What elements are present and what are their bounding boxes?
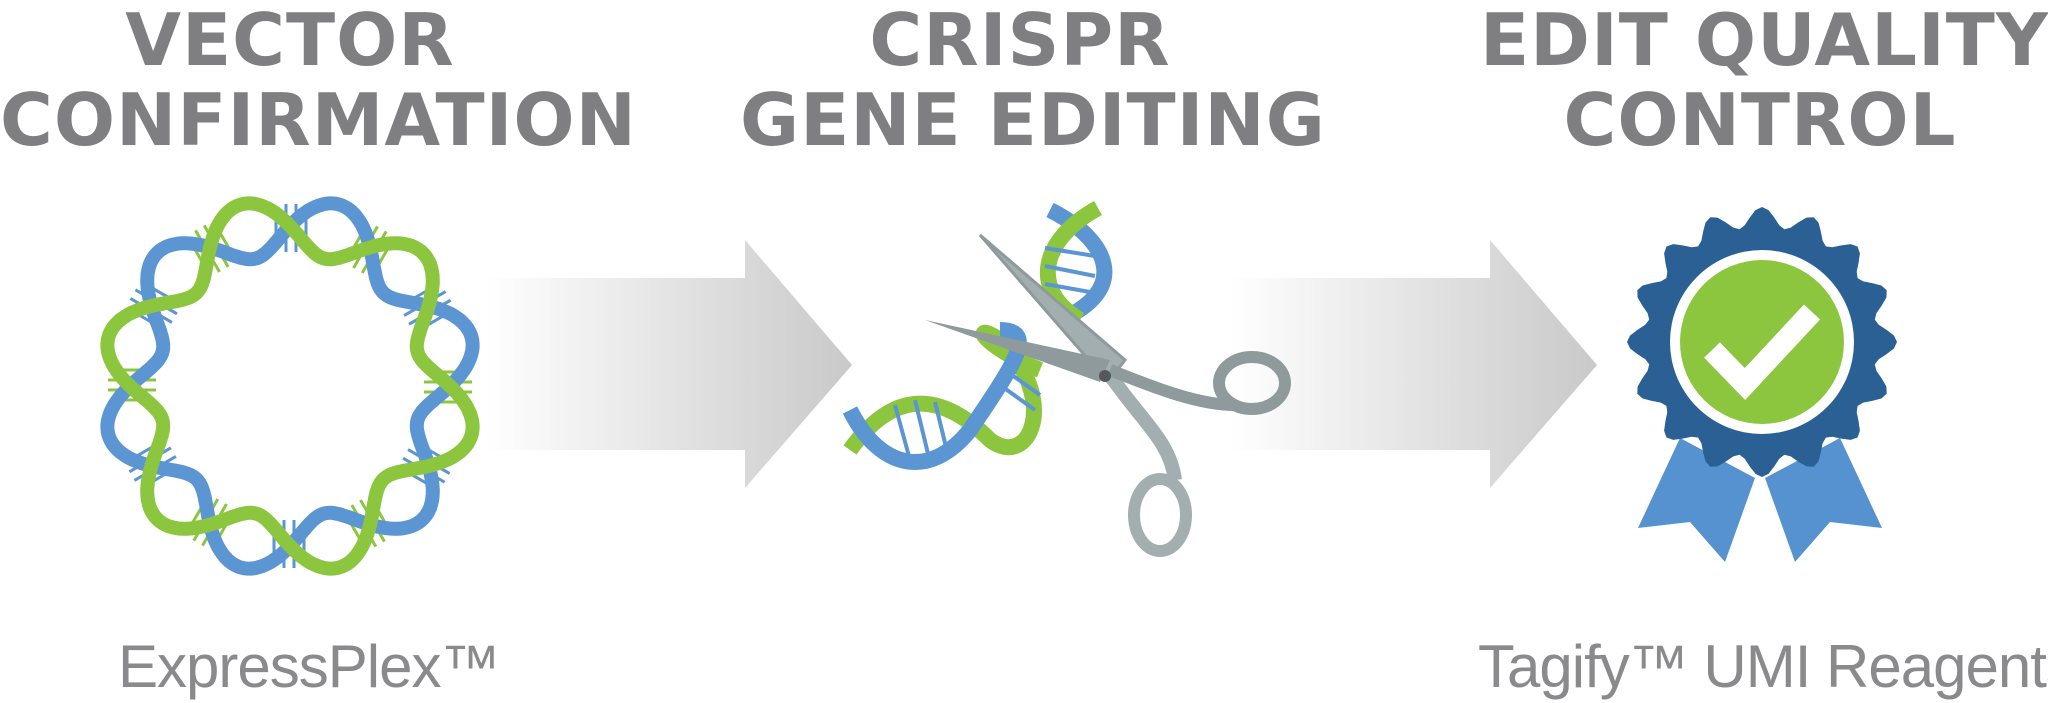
step-3-caption: Tagify™ UMI Reagents: [1478, 633, 2048, 700]
scissors-cutting-dna-icon: [842, 200, 1291, 557]
step-2-title: CRISPR GENE EDITING: [740, 0, 1326, 162]
step-1-caption: ExpressPlex™: [118, 633, 500, 700]
circular-dna-icon: [100, 196, 480, 576]
step-3-title: EDIT QUALITY CONTROL: [1480, 0, 2048, 162]
step-3-title-line1: EDIT QUALITY: [1480, 0, 2048, 82]
step-2-title-line2: GENE EDITING: [740, 78, 1326, 162]
step-2-title-line1: CRISPR: [869, 0, 1171, 82]
arrow-right-2: [1230, 240, 1597, 488]
award-ribbon-check-icon: [1627, 207, 1897, 562]
step-1-title-line1: VECTOR: [125, 0, 455, 82]
step-1-title: VECTOR CONFIRMATION: [0, 0, 637, 162]
dna-strand: [100, 196, 480, 576]
dna-strand: [100, 196, 480, 576]
arrow-right-1: [485, 240, 852, 488]
step-1-title-line2: CONFIRMATION: [0, 78, 637, 162]
step-3-title-line2: CONTROL: [1563, 78, 1957, 162]
